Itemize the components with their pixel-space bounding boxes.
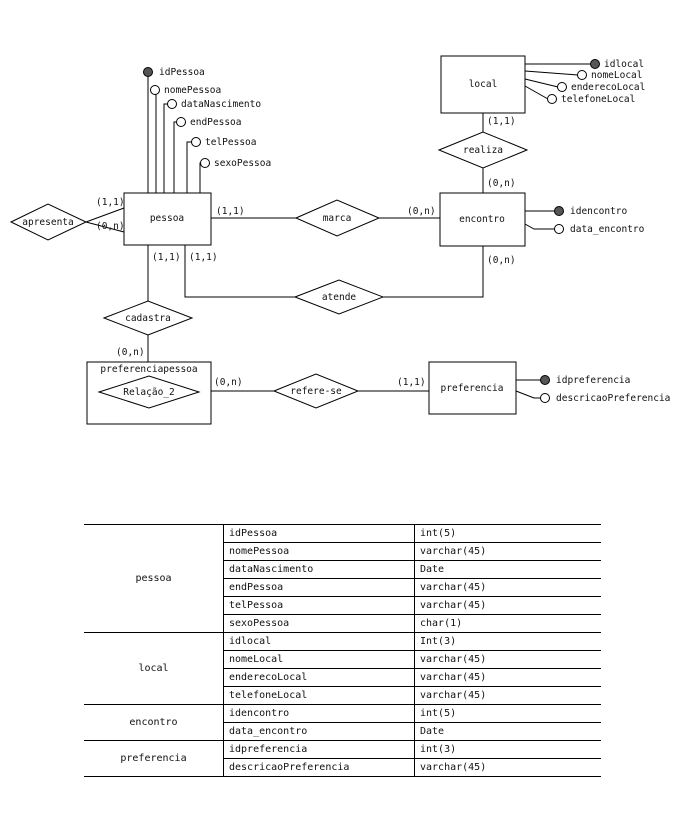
attr-pk-idPessoa xyxy=(143,67,153,77)
rel-relacao2[interactable] xyxy=(97,375,201,409)
attr-data_encontro: data_encontro xyxy=(570,224,645,235)
entity-preferencia[interactable] xyxy=(428,361,517,415)
table-row: descricaoPreferencia varchar(45) xyxy=(84,758,601,777)
attr-cell: endPessoa xyxy=(223,578,415,597)
table-row: nomePessoa varchar(45) xyxy=(84,542,601,561)
table-row: nomeLocal varchar(45) xyxy=(84,650,601,669)
attr-cell: idPessoa xyxy=(223,524,415,543)
card-realiza-encontro: (0,n) xyxy=(487,178,516,189)
type-cell: varchar(45) xyxy=(414,650,601,669)
attr-cell: telefoneLocal xyxy=(223,686,415,705)
entity-preferenciapessoa-label: preferenciapessoa xyxy=(100,364,197,375)
rel-atende-label: atende xyxy=(322,292,357,303)
entity-name-cell: encontro xyxy=(84,704,224,741)
rel-cadastra-label: cadastra xyxy=(125,313,171,324)
attr-nomeLocal: nomeLocal xyxy=(591,70,642,81)
attr-idlocal: idlocal xyxy=(604,59,644,70)
type-cell: varchar(45) xyxy=(414,758,601,777)
attr-cell: nomeLocal xyxy=(223,650,415,669)
type-cell: int(5) xyxy=(414,704,601,723)
attr-idPessoa: idPessoa xyxy=(159,67,205,78)
line-apresenta-bottom xyxy=(85,221,125,233)
attr-telPessoa: telPessoa xyxy=(205,137,256,148)
line-apresenta-top xyxy=(85,207,125,223)
attr-cell: descricaoPreferencia xyxy=(223,758,415,777)
rel-realiza[interactable] xyxy=(437,131,529,169)
table-row: local idlocal Int(3) xyxy=(84,632,601,705)
type-cell: int(3) xyxy=(414,740,601,759)
entity-preferencia-label: preferencia xyxy=(441,383,504,394)
card-atende-pessoa: (1,1) xyxy=(189,252,218,263)
rel-apresenta-label: apresenta xyxy=(22,217,73,228)
type-cell: Date xyxy=(414,722,601,741)
entity-local[interactable] xyxy=(440,55,526,114)
type-cell: varchar(45) xyxy=(414,542,601,561)
er-diagram: pessoa local encontro preferenciapessoa … xyxy=(9,55,670,425)
attr-cell: telPessoa xyxy=(223,596,415,615)
line-atende-encontro xyxy=(383,246,484,298)
attr-dataNascimento: dataNascimento xyxy=(181,99,261,110)
type-cell: Date xyxy=(414,560,601,579)
table-row: encontro idencontro int(5) xyxy=(84,704,601,741)
attr-sexoPessoa: sexoPessoa xyxy=(214,158,271,169)
card-marca-pessoa: (1,1) xyxy=(216,206,245,217)
entity-name-cell: preferencia xyxy=(84,740,224,777)
type-cell: varchar(45) xyxy=(414,596,601,615)
rel-referese-label: refere-se xyxy=(290,386,342,397)
attr-cell: idencontro xyxy=(223,704,415,723)
attr-cell: sexoPessoa xyxy=(223,614,415,633)
attr-telefoneLocal: telefoneLocal xyxy=(561,94,635,105)
attr-pk-idencontro xyxy=(554,206,564,216)
attr-cell: nomePessoa xyxy=(223,542,415,561)
type-cell: int(5) xyxy=(414,524,601,543)
entity-local-label: local xyxy=(469,79,498,90)
attr-pk-idlocal xyxy=(590,59,600,69)
entity-pessoa-label: pessoa xyxy=(150,213,184,224)
attr-nomePessoa: nomePessoa xyxy=(164,85,221,96)
type-cell: varchar(45) xyxy=(414,686,601,705)
rel-marca-label: marca xyxy=(323,213,352,224)
rel-realiza-label: realiza xyxy=(463,145,503,156)
attr-idpreferencia: idpreferencia xyxy=(556,375,630,386)
table-row: preferencia idpreferencia int(3) xyxy=(84,740,601,777)
attr-cell: data_encontro xyxy=(223,722,415,741)
type-cell: varchar(45) xyxy=(414,578,601,597)
entity-name-cell: pessoa xyxy=(84,524,224,633)
type-cell: varchar(45) xyxy=(414,668,601,687)
attr-descricaoPreferencia: descricaoPreferencia xyxy=(556,393,670,404)
entity-pessoa[interactable] xyxy=(123,192,212,246)
card-atende-encontro: (0,n) xyxy=(487,255,516,266)
attr-pk-idpreferencia xyxy=(540,375,550,385)
card-cadastra-pessoa: (1,1) xyxy=(152,252,181,263)
attr-cell: dataNascimento xyxy=(223,560,415,579)
rel-relacao2-label: Relação_2 xyxy=(123,387,174,398)
attr-cell: idpreferencia xyxy=(223,740,415,759)
type-cell: Int(3) xyxy=(414,632,601,651)
type-cell: char(1) xyxy=(414,614,601,633)
card-cadastra-pref: (0,n) xyxy=(116,347,145,358)
card-referese-pp: (0,n) xyxy=(214,377,243,388)
table-row: dataNascimento Date xyxy=(84,560,601,579)
attr-idencontro: idencontro xyxy=(570,206,627,217)
attr-cell: enderecoLocal xyxy=(223,668,415,687)
table-row: pessoa idPessoa int(5) xyxy=(84,524,601,633)
card-apresenta-bottom: (0,n) xyxy=(96,221,125,232)
entity-encontro-label: encontro xyxy=(459,214,505,225)
card-marca-encontro: (0,n) xyxy=(407,206,436,217)
rel-cadastra[interactable] xyxy=(102,300,194,336)
card-referese-pref: (1,1) xyxy=(397,377,426,388)
table-row: telPessoa varchar(45) xyxy=(84,596,601,615)
data-dictionary-table: pessoa idPessoa int(5) nomePessoa varcha… xyxy=(84,524,601,777)
attr-enderecoLocal: enderecoLocal xyxy=(571,82,645,93)
attr-endPessoa: endPessoa xyxy=(190,117,241,128)
entity-name-cell: local xyxy=(84,632,224,705)
line-pessoa-atende xyxy=(184,245,295,298)
card-apresenta-top: (1,1) xyxy=(96,197,125,208)
card-realiza-local: (1,1) xyxy=(487,116,516,127)
attr-cell: idlocal xyxy=(223,632,415,651)
